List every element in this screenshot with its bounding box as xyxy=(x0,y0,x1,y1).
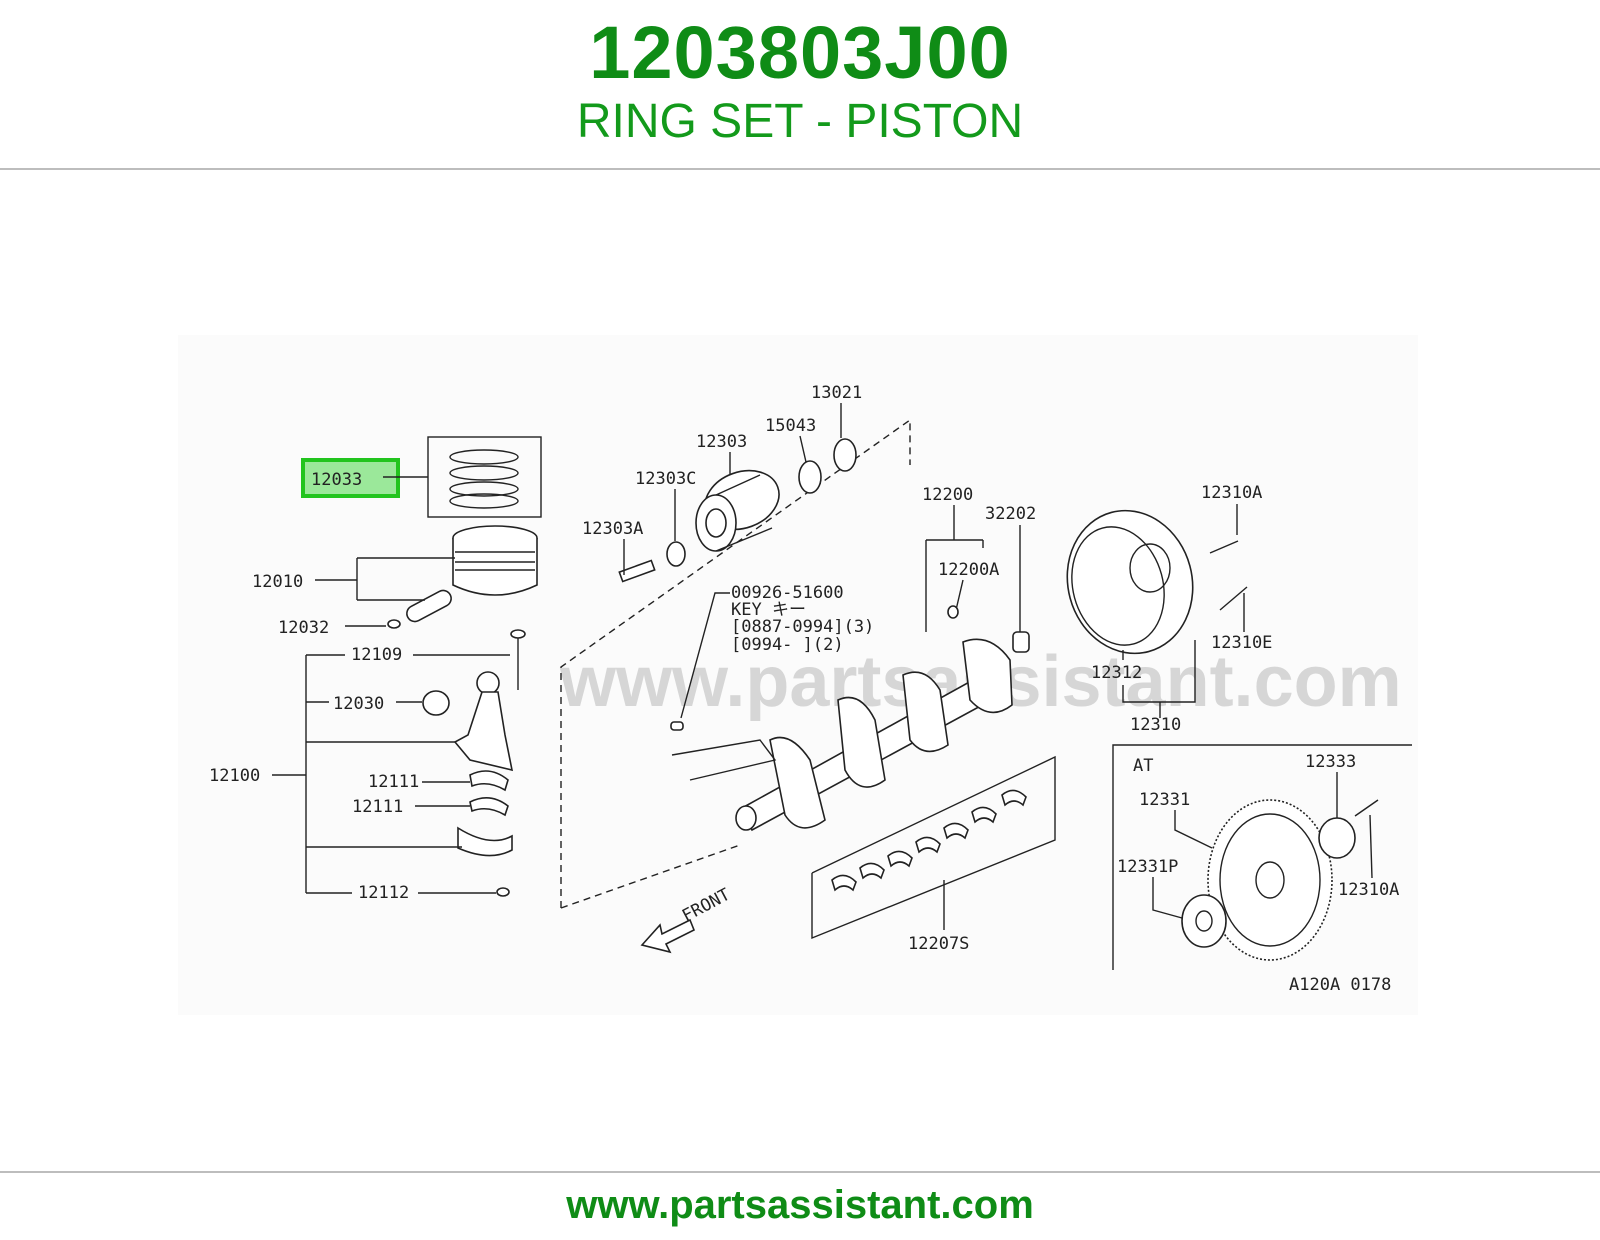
callout-12111-upper[interactable]: 12111 xyxy=(368,772,419,792)
part-number-title: 1203803J00 xyxy=(589,11,1011,94)
callout-13021[interactable]: 13021 xyxy=(811,383,862,403)
callout-12200[interactable]: 12200 xyxy=(922,485,973,505)
callout-12310[interactable]: 12310 xyxy=(1130,715,1181,735)
part-name-subtitle: RING SET - PISTON xyxy=(576,95,1024,148)
parts-diagram: www.partsassistant.com 12033 12010 12032… xyxy=(178,335,1418,1015)
page-header: 1203803J00 RING SET - PISTON xyxy=(0,0,1600,168)
callout-12109[interactable]: 12109 xyxy=(351,645,402,665)
callout-32202[interactable]: 32202 xyxy=(985,504,1036,524)
callout-12312[interactable]: 12312 xyxy=(1091,663,1142,683)
leader-key xyxy=(680,592,730,719)
front-arrow-icon xyxy=(640,918,696,954)
at-group-frame xyxy=(1112,744,1412,970)
leader-12310 xyxy=(1122,640,1196,718)
key-drawing xyxy=(670,721,684,731)
callout-12111-lower[interactable]: 12111 xyxy=(352,797,403,817)
piston-rings-drawing xyxy=(449,449,519,509)
callout-12331[interactable]: 12331 xyxy=(1139,790,1190,810)
callout-12112[interactable]: 12112 xyxy=(358,883,409,903)
callout-12310A-at[interactable]: 12310A xyxy=(1338,880,1399,900)
callout-12333[interactable]: 12333 xyxy=(1305,752,1356,772)
callout-12033[interactable]: 12033 xyxy=(311,470,362,490)
callout-12010[interactable]: 12010 xyxy=(252,572,303,592)
callout-12310A[interactable]: 12310A xyxy=(1201,483,1262,503)
callout-12310E[interactable]: 12310E xyxy=(1211,633,1272,653)
callout-12303C[interactable]: 12303C xyxy=(635,469,696,489)
diagram-code: A120A 0178 xyxy=(1289,975,1391,995)
callout-12200A[interactable]: 12200A xyxy=(938,560,999,580)
callout-12303[interactable]: 12303 xyxy=(696,432,747,452)
crank-pulley-drawing xyxy=(618,438,857,583)
callout-12032[interactable]: 12032 xyxy=(278,618,329,638)
callout-12331P[interactable]: 12331P xyxy=(1117,857,1178,877)
callout-12303A[interactable]: 12303A xyxy=(582,519,643,539)
connecting-rod-drawing xyxy=(422,629,526,897)
leader-12100-bracket xyxy=(272,654,510,894)
callout-12100[interactable]: 12100 xyxy=(209,766,260,786)
bearing-set-frame xyxy=(811,755,1056,940)
key-note-line4: [0994- ](2) xyxy=(731,635,844,655)
footer-website-link[interactable]: www.partsassistant.com xyxy=(566,1183,1034,1227)
leader-12010 xyxy=(315,557,455,601)
callout-15043[interactable]: 15043 xyxy=(765,416,816,436)
footer-divider xyxy=(0,1171,1600,1173)
key-note-line1: 00926-51600 xyxy=(731,583,844,603)
piston-drawing xyxy=(387,525,538,629)
header-divider xyxy=(0,168,1600,170)
callout-12030[interactable]: 12030 xyxy=(333,694,384,714)
key-note-line3: [0887-0994](3) xyxy=(731,617,874,637)
pilot-bushing-drawing xyxy=(1012,631,1030,653)
highlight-box-12033[interactable] xyxy=(301,458,400,498)
leader-12200 xyxy=(925,505,984,632)
main-bearings-drawing xyxy=(831,789,1027,892)
parts-diagram-svg: www.partsassistant.com 12033 12010 12032… xyxy=(178,335,1418,1015)
at-label: AT xyxy=(1133,756,1153,776)
key-note-line2: KEY キー xyxy=(731,600,806,620)
flywheel-drawing xyxy=(1066,509,1248,655)
crank-group-outline xyxy=(560,418,911,908)
callout-12207S[interactable]: 12207S xyxy=(908,934,969,954)
crankshaft-drawing xyxy=(671,638,1013,832)
